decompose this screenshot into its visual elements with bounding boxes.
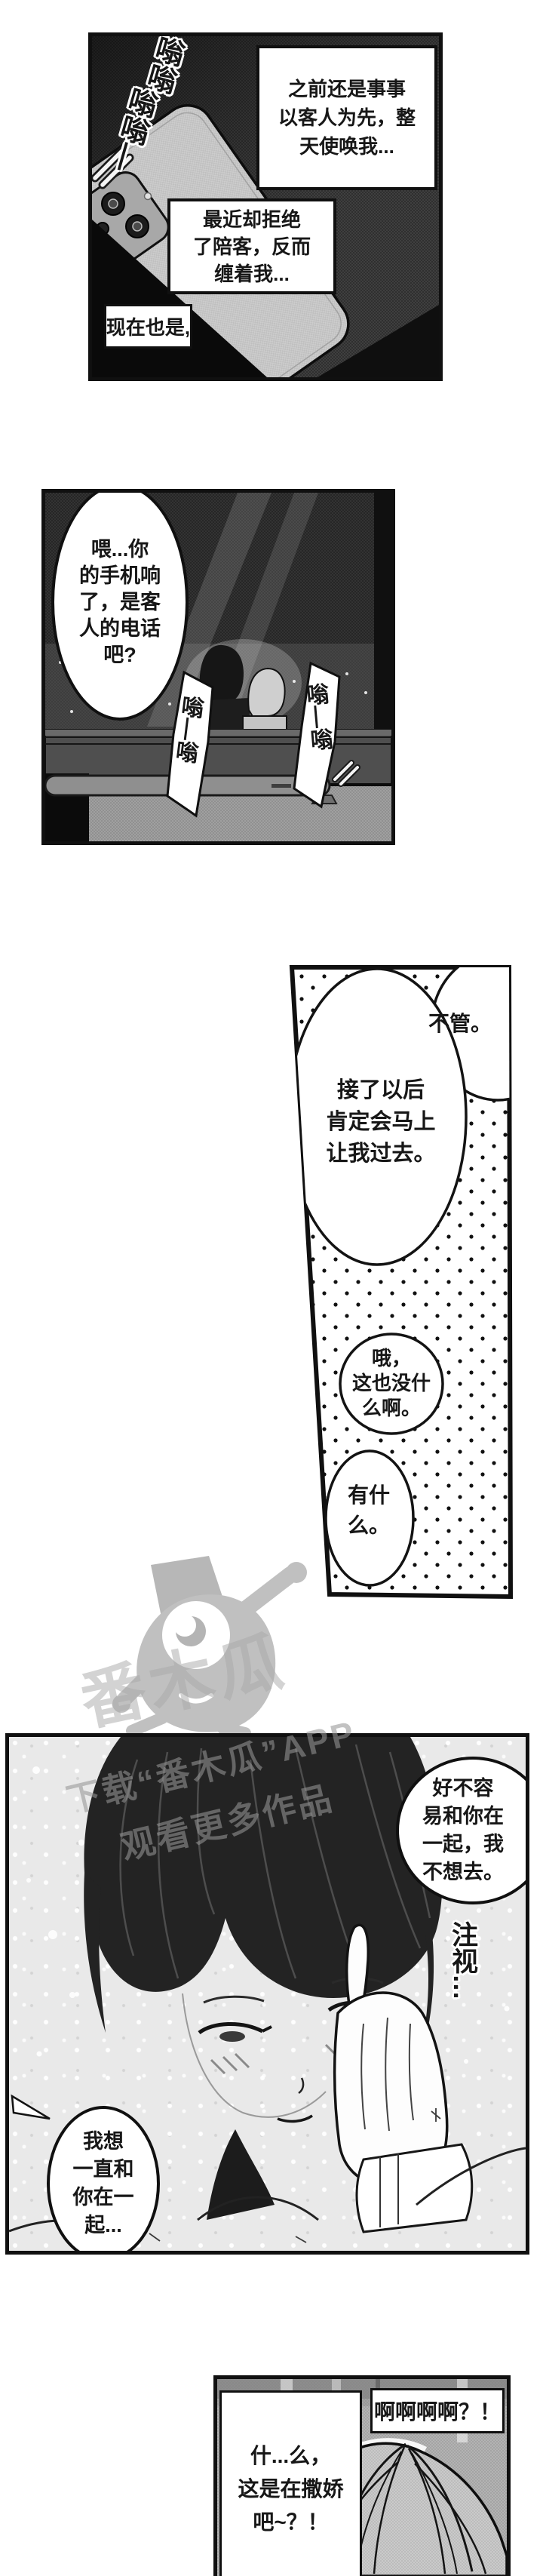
sfx-bubble-right [293, 661, 341, 809]
panel-night-room: 喂...你 的手机响 了，是客 人的电话 吧? 嗡—嗡 嗡—嗡 [41, 489, 395, 845]
window-pillar [374, 493, 391, 772]
speech-bubble-what [324, 1449, 415, 1587]
panel-phone-closeup: 嗡嗡— 嗡嗡— 之前还是事事 以客人为先，整 天使唤我... 最近却拒绝 了陪客… [88, 32, 443, 381]
vibration-slash-icon [332, 760, 360, 787]
speech-bubble-main [292, 967, 468, 1266]
caption-box-top: 之前还是事事 以客人为先，整 天使唤我... [256, 45, 437, 190]
panel-man-closeup: 好不容 易和你在 一起，我 不想去。 注视… 我想 一直和 你在一 起... [5, 1733, 529, 2255]
panel-reaction: 啊啊啊啊？！ 什...么， 这是在撒娇 吧~？！ [213, 2375, 511, 2576]
shirt-cuff [355, 2143, 474, 2233]
speech-text-ignore: 不管。 [428, 1012, 492, 1035]
caption-box-now: 现在也是, [104, 304, 192, 349]
shout-box: 啊啊啊啊？！ [370, 2388, 505, 2433]
watermark-app-name: 番木瓜 [74, 1624, 293, 1739]
face-illustration [182, 1977, 389, 2123]
vibration-slash-icon [92, 146, 134, 189]
hand-illustration [333, 1923, 449, 2189]
speech-bubble-oh [339, 1333, 444, 1435]
speech-text-oh: 哦， 这也没什 么啊。 [351, 1347, 431, 1419]
speech-text-main: 接了以后 肯定会马上 让我过去。 [326, 1078, 436, 1166]
bubble-tail [11, 2094, 51, 2120]
sfx-buzz-right: 嗡—嗡 [302, 681, 333, 752]
speech-bubble-dont-want: 好不容 易和你在 一起，我 不想去。 [396, 1757, 526, 1904]
caption-box-mid: 最近却拒绝 了陪客，反而 缠着我... [167, 198, 336, 294]
light-beam [147, 493, 272, 727]
sfx-bubble-left [166, 670, 214, 818]
speech-bubble-stay-with-you: 我想 一直和 你在一 起... [47, 2106, 160, 2251]
papaya-mascot-icon [112, 1556, 307, 1733]
panel-thoughts [289, 965, 514, 1600]
blush-lines [210, 2043, 339, 2075]
speech-bubble-hey: 喂...你 的手机响 了，是客 人的电话 吧? [51, 493, 189, 721]
sfx-gaze: 注视… [448, 1921, 477, 2000]
speech-box-what: 什...么， 这是在撒娇 吧~？！ [219, 2390, 362, 2576]
speech-text-what: 有什 么。 [347, 1483, 391, 1537]
